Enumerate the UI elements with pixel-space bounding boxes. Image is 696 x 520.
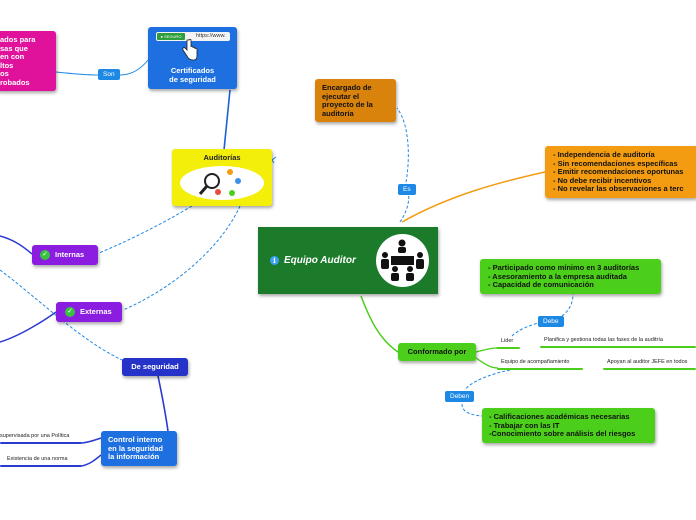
existencia-text: Existencia de una norma — [7, 456, 68, 462]
node-line: -Conocimiento sobre análisis del riesgos — [489, 429, 636, 438]
central-node-equipo-auditor[interactable]: i Equipo Auditor — [258, 227, 438, 294]
magnifier-icon — [198, 173, 220, 195]
link-cert-auditorias — [223, 89, 231, 151]
node-line: Encargado de — [322, 83, 372, 92]
control-interno-node[interactable]: Control interno en la seguridad la infor… — [101, 431, 177, 466]
node-line: de seguridad — [169, 74, 216, 84]
externas-label: Externas — [80, 307, 112, 316]
browser-bar: ● SEGURO https://www. — [156, 32, 230, 41]
node-line: - Sin recomendaciones específicas — [553, 158, 678, 168]
check-icon: ✓ — [65, 307, 75, 317]
link-externas — [122, 205, 241, 311]
independencia-node[interactable]: - Independencia de auditoría - Sin recom… — [545, 146, 696, 198]
node-line: - Participado como mínimo en 3 auditoría… — [488, 263, 640, 272]
bug-icon — [227, 169, 233, 175]
link-debe — [511, 293, 574, 337]
conformado-node[interactable]: Conformado por — [398, 343, 476, 361]
internas-label: Internas — [55, 250, 85, 259]
node-line: en con — [0, 52, 25, 61]
node-line: la información — [108, 452, 160, 461]
node-line: ados para — [0, 35, 36, 44]
node-line: ltos — [0, 60, 14, 70]
auditorias-illustration — [180, 166, 264, 200]
node-line: auditoría — [322, 108, 354, 118]
bug-icon — [235, 178, 241, 184]
connector-label-debe[interactable]: Debe — [538, 316, 564, 327]
internas-node[interactable]: ✓ Internas — [32, 245, 98, 265]
link-left-externas — [0, 311, 57, 343]
node-line: Certificados — [170, 66, 215, 75]
link-deben — [461, 369, 511, 417]
link-equipo — [475, 357, 499, 369]
equipo-acompanamiento-underline — [497, 368, 583, 370]
central-title: Equipo Auditor — [284, 255, 356, 266]
de-seguridad-node[interactable]: De seguridad — [122, 358, 188, 376]
lider-underline — [496, 347, 520, 349]
info-icon: i — [270, 256, 279, 265]
equipo-acompanamiento-text: Equipo de acompañamiento — [501, 359, 570, 365]
link-es — [396, 107, 410, 223]
apoyan-underline — [603, 368, 696, 370]
supervisada-text: supervisada por una Política — [0, 433, 70, 439]
lock-icon: ● — [160, 34, 163, 39]
url-text: https://www. — [196, 33, 226, 39]
apoyan-text: Apoyan al auditor JEFE en todos — [607, 359, 688, 365]
planifica-text: Planifica y gestiona todas las fases de … — [544, 337, 663, 343]
link-control-supervisada — [81, 437, 102, 444]
externas-node[interactable]: ✓ Externas — [56, 302, 122, 322]
auditorias-node[interactable]: Auditorías — [172, 149, 272, 206]
check-icon: ✓ — [40, 250, 50, 260]
auditorias-title: Auditorías — [203, 153, 241, 162]
connector-label-son[interactable]: Son — [98, 69, 120, 80]
secure-badge-text: SEGURO — [164, 34, 182, 39]
certificados-node[interactable]: ● SEGURO https://www. Certificados de se… — [148, 27, 237, 89]
node-line: - Emitir recomendaciones oportunas — [553, 167, 684, 176]
node-line: os — [0, 69, 9, 78]
link-auditorias-arrow — [271, 156, 277, 164]
hand-pointer-icon — [182, 38, 198, 61]
connector-label-deben[interactable]: Deben — [445, 391, 475, 402]
secure-badge: ● SEGURO — [157, 33, 185, 40]
link-left-internas — [0, 235, 33, 255]
node-line: ejecutar el — [322, 91, 360, 101]
bug-icon — [215, 189, 221, 195]
existencia-underline — [0, 465, 82, 467]
participado-node[interactable]: - Participado como mínimo en 3 auditoría… — [480, 259, 661, 294]
node-line: proyecto de la — [322, 100, 373, 109]
node-line: - Capacidad de comunicación — [488, 280, 594, 289]
link-control-existencia — [81, 454, 102, 467]
node-line: - No debe recibir incentivos — [553, 175, 652, 185]
link-conformado — [360, 295, 399, 353]
node-line: - Calificaciones académicas necesarias — [489, 412, 630, 421]
link-seguridad-control — [157, 375, 169, 432]
node-line: robados — [0, 77, 30, 87]
de-seguridad-label: De seguridad — [131, 362, 179, 371]
conformado-label: Conformado por — [407, 347, 467, 356]
link-independencia — [401, 171, 546, 223]
lider-text: Lider — [501, 338, 514, 344]
node-line: - No revelar las observaciones a terc — [553, 184, 684, 193]
supervisada-underline — [0, 442, 82, 444]
encargado-node[interactable]: Encargado de ejecutar el proyecto de la … — [315, 79, 396, 122]
node-line: - Asesoramiento a la empresa auditada — [488, 271, 627, 281]
node-line: - Independencia de auditoría — [553, 150, 655, 159]
link-son — [55, 59, 149, 76]
bug-icon — [229, 190, 235, 196]
calificaciones-node[interactable]: - Calificaciones académicas necesarias -… — [482, 408, 655, 443]
node-line: sas que — [0, 43, 28, 53]
link-lider — [475, 347, 497, 353]
node-line: - Trabajar con las IT — [489, 420, 560, 430]
link-internas — [98, 205, 193, 254]
team-meeting-icon — [376, 234, 429, 287]
node-line: en la seguridad — [108, 443, 164, 453]
connector-label-es[interactable]: Es — [398, 184, 416, 195]
node-line: Control interno — [108, 435, 163, 444]
link-auditorias-central — [272, 160, 345, 228]
planifica-underline — [540, 346, 696, 348]
certificados-description-node[interactable]: ados para sas que en con ltos os robados — [0, 31, 56, 91]
